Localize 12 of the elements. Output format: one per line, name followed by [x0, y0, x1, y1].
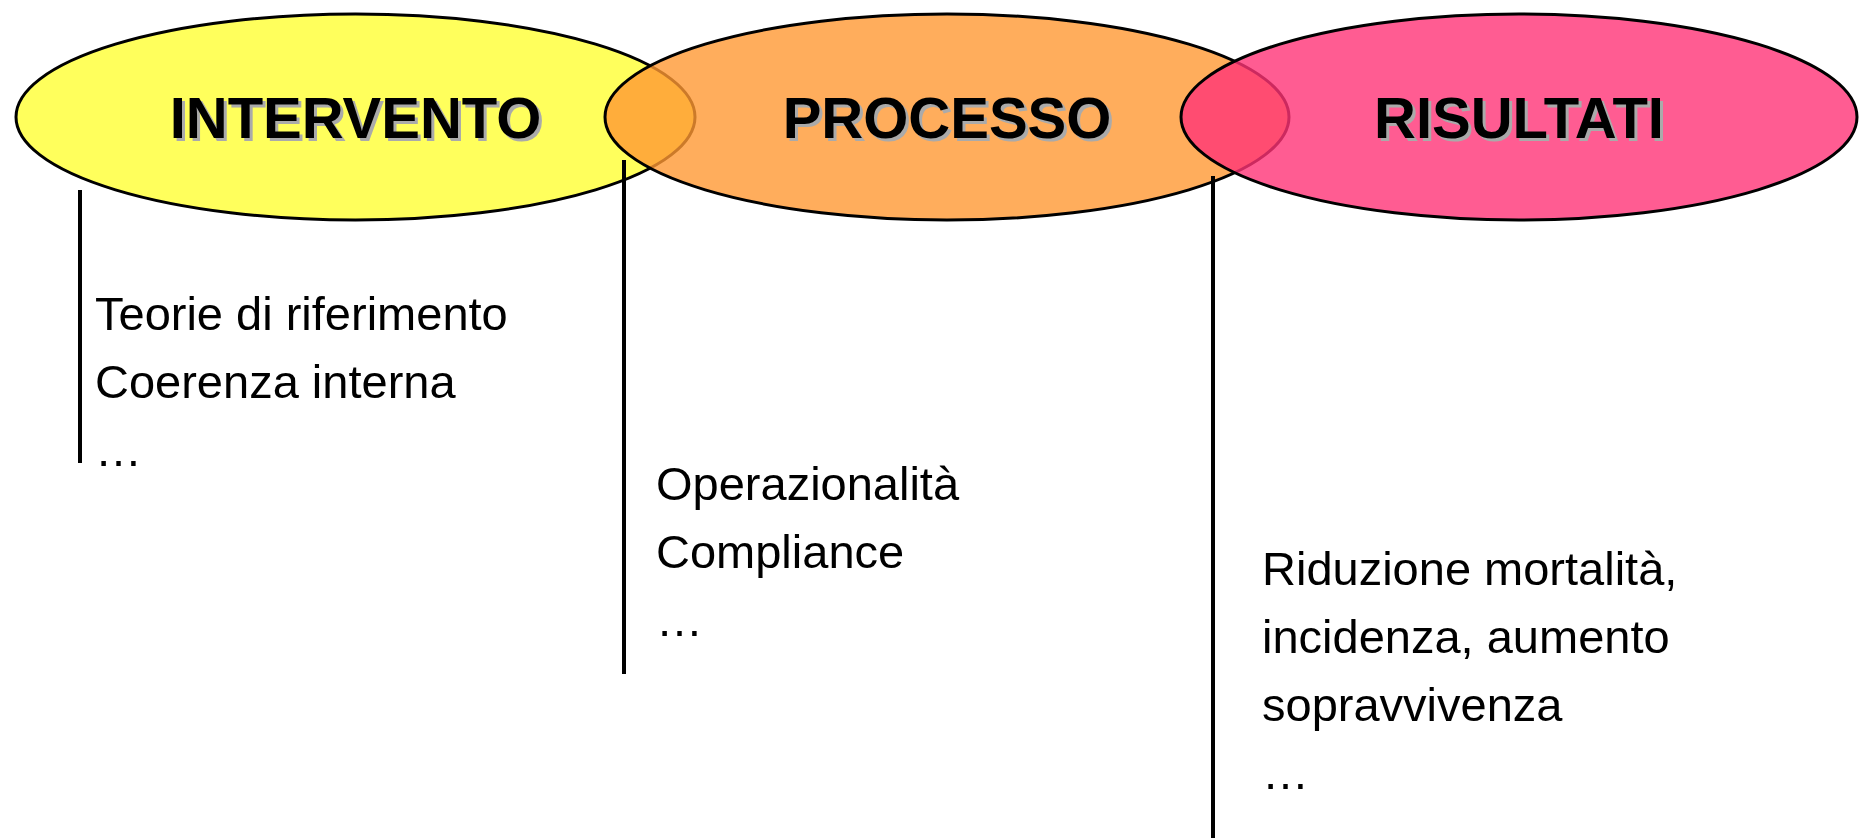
heading-text: RISULTATI [1373, 83, 1665, 151]
list-item: … [1262, 745, 1309, 801]
heading-text: INTERVENTO [168, 83, 543, 151]
list-item: Compliance [656, 524, 905, 580]
ellipse-shape [1179, 12, 1859, 222]
list-item: Teorie di riferimento [95, 286, 508, 342]
list-item: Operazionalità [656, 456, 960, 512]
list-item: Coerenza interna [95, 354, 456, 410]
list-item: Riduzione mortalità, incidenza, aumento sopravvivenza [1262, 541, 1679, 733]
list-item: … [95, 422, 142, 478]
list-item: … [656, 592, 703, 648]
heading-text: PROCESSO [781, 83, 1113, 151]
